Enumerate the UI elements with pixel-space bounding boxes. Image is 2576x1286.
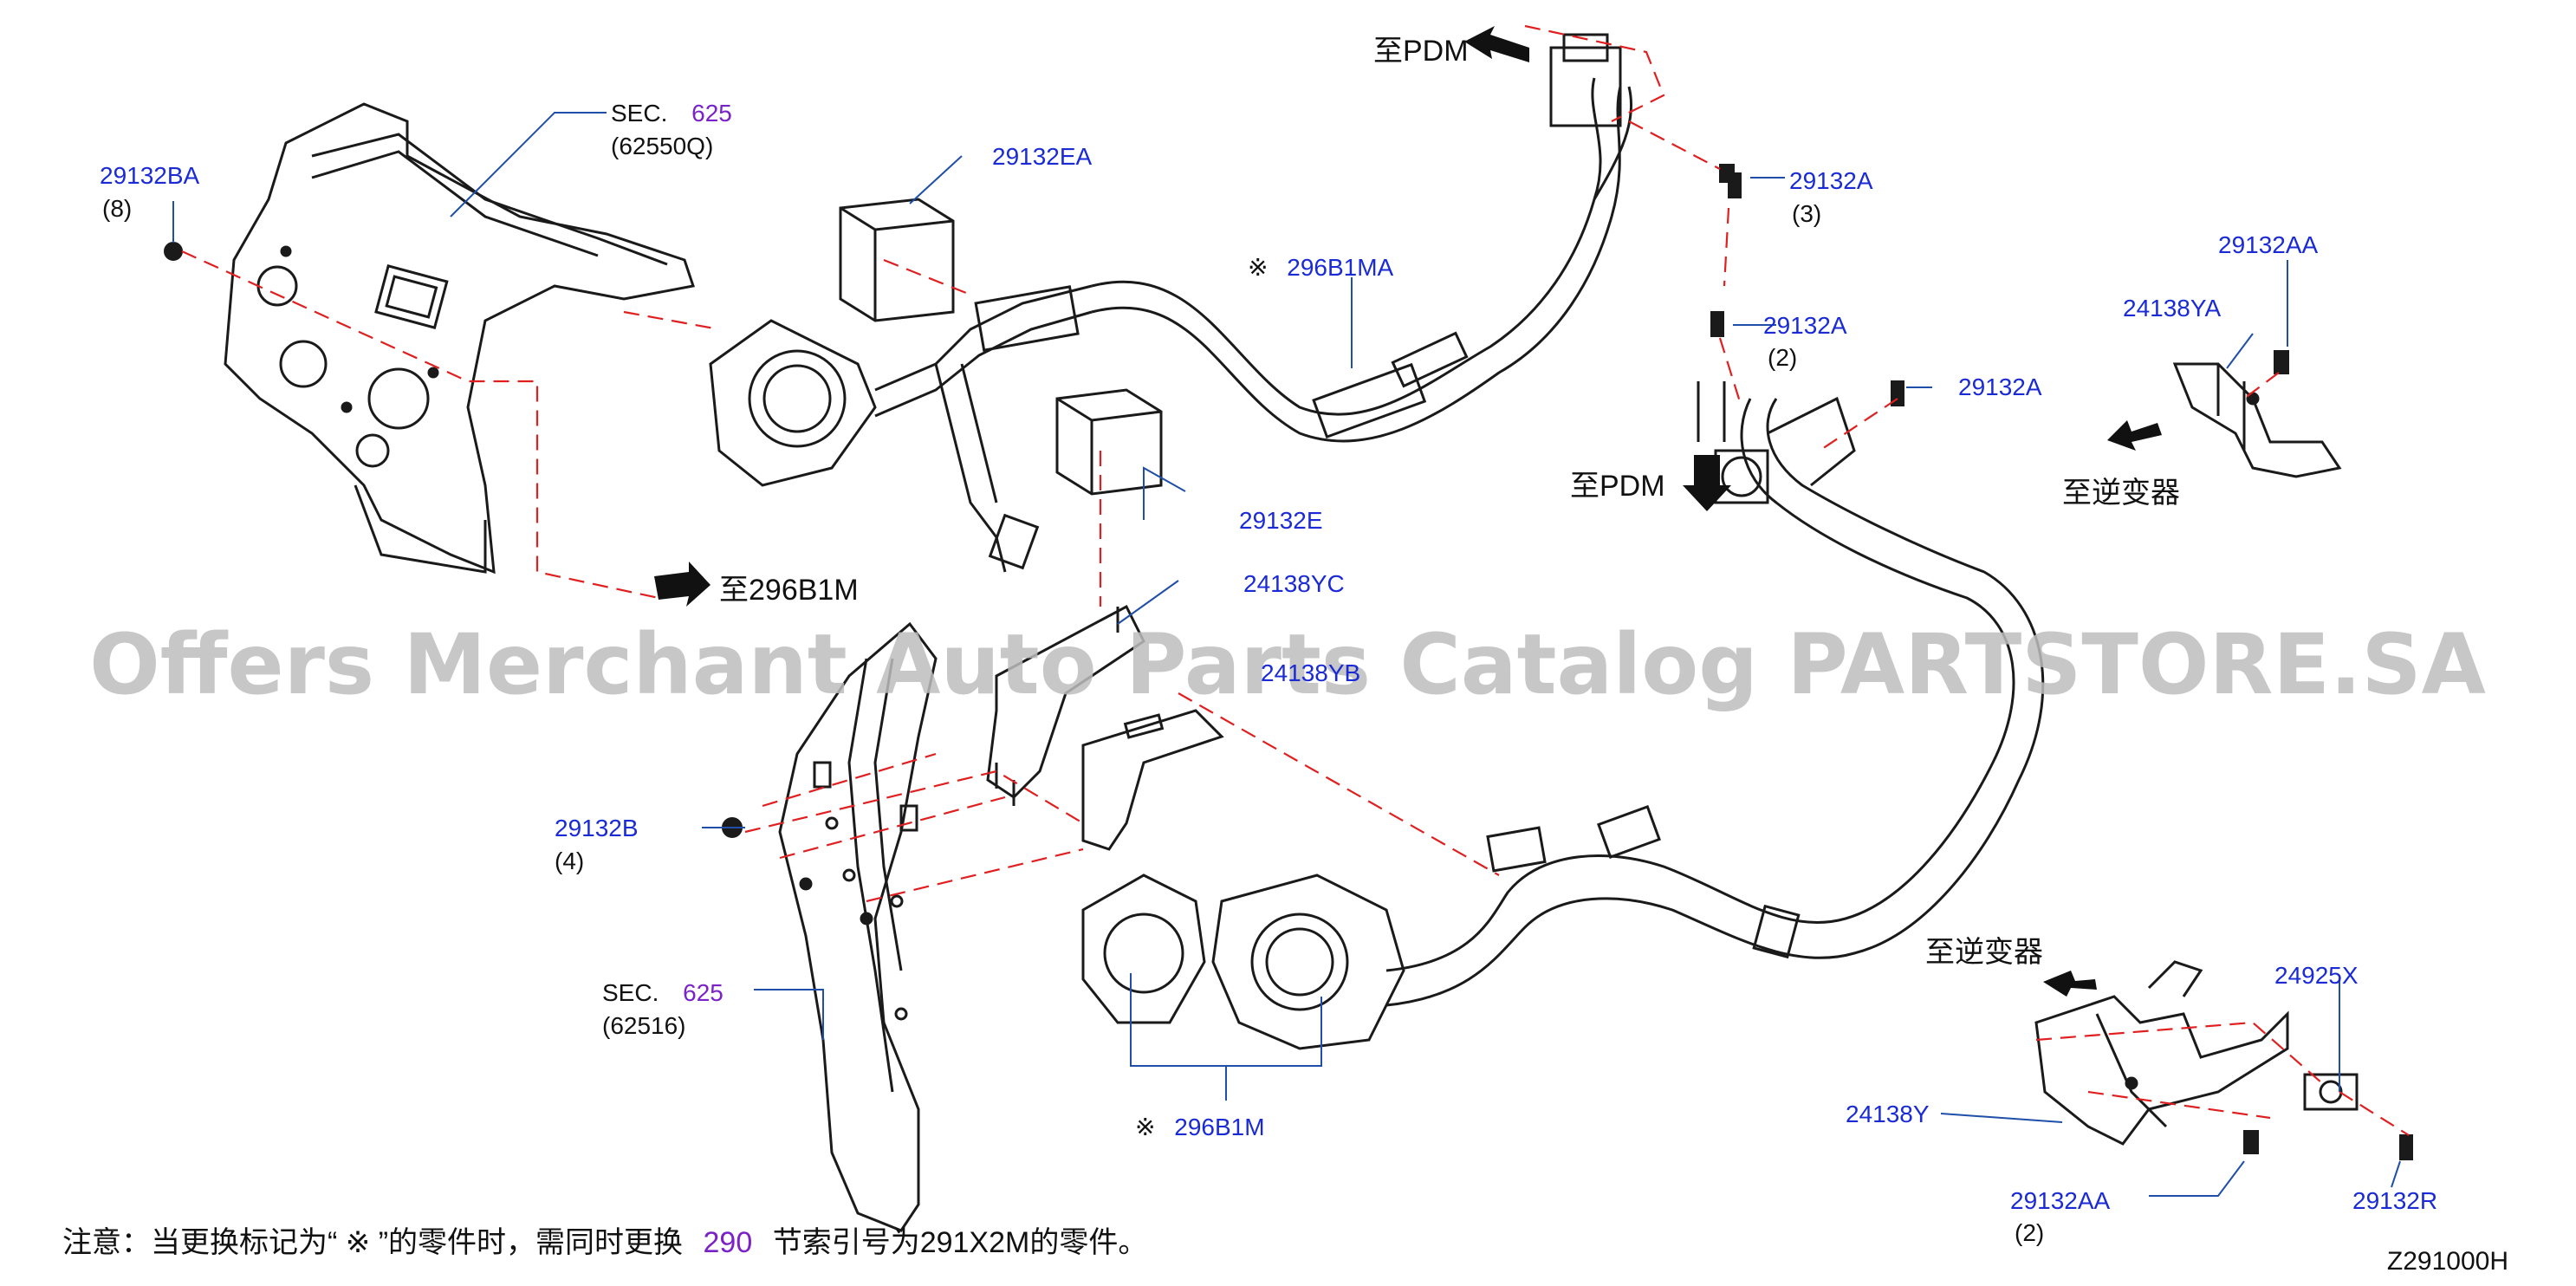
part-label-29132BA[interactable]: 29132BA [100, 162, 200, 189]
section-ref-lower[interactable]: SEC. 625 [602, 979, 723, 1006]
fastener-drawings [164, 164, 2413, 1160]
replacement-note: 注意：当更换标记为“ ※ ”的零件时，需同时更换 290 节索引号为291X2M… [62, 1226, 1147, 1259]
direction-arrows [654, 26, 2162, 997]
arrow-to-296b1m [654, 562, 711, 607]
part-label-29132E[interactable]: 29132E [1239, 507, 1323, 534]
part-code[interactable]: 296B1M [1174, 1114, 1264, 1140]
part-label-29132AA-top[interactable]: 29132AA [2218, 231, 2319, 258]
part-label-24138YA[interactable]: 24138YA [2123, 295, 2221, 322]
replacement-mark: ※ [1248, 254, 1268, 281]
section-prefix: SEC. [611, 100, 667, 127]
section-ref-upper[interactable]: SEC. 625 [611, 100, 732, 127]
mid-bracket-drawing [986, 604, 1224, 851]
section-number[interactable]: 625 [683, 979, 723, 1006]
arrow-to-pdm-top [1464, 26, 1529, 62]
part-label-29132A-top[interactable]: 29132A [1789, 167, 1873, 194]
qty-29132BA: (8) [102, 195, 132, 222]
part-label-24138YC[interactable]: 24138YC [1243, 570, 1345, 597]
section-prefix: SEC. [602, 979, 659, 1006]
note-section-link[interactable]: 290 [704, 1226, 753, 1259]
part-label-29132AA-bottom[interactable]: 29132AA [2010, 1187, 2111, 1214]
part-label-24138YB[interactable]: 24138YB [1261, 659, 1360, 686]
qty-29132B: (4) [555, 848, 584, 874]
leader-lines [172, 112, 2401, 1197]
lower-bracket-drawing [778, 621, 938, 1232]
section-code-lower: (62516) [602, 1012, 686, 1039]
part-label-29132B[interactable]: 29132B [555, 815, 639, 841]
qty-29132AA-bottom: (2) [2015, 1219, 2044, 1246]
label-to-pdm-top: 至PDM [1373, 35, 1469, 68]
qty-29132A-top: (3) [1792, 200, 1821, 227]
inverter-bracket-drawing [2034, 362, 2359, 1146]
part-label-296B1M[interactable]: ※ 296B1M [1135, 1114, 1265, 1140]
label-to-inverter-top: 至逆变器 [2062, 477, 2180, 510]
replacement-mark: ※ [1135, 1114, 1155, 1140]
part-label-29132A-right[interactable]: 29132A [1958, 373, 2042, 400]
assembly-dashes [181, 24, 2410, 1136]
part-label-29132R[interactable]: 29132R [2352, 1187, 2437, 1214]
part-label-24925X[interactable]: 24925X [2274, 962, 2359, 989]
arrow-to-pdm-mid [1683, 455, 1731, 511]
part-label-296B1MA[interactable]: ※ 296B1MA [1248, 254, 1394, 281]
arrow-to-inverter-bottom [2043, 971, 2097, 997]
section-number[interactable]: 625 [691, 100, 732, 127]
label-to-inverter-bottom: 至逆变器 [1925, 936, 2043, 969]
note-suffix: 节索引号为291X2M的零件。 [773, 1226, 1148, 1259]
cover-parts-drawing [839, 198, 1163, 496]
label-to-pdm-mid: 至PDM [1570, 470, 1665, 503]
note-mark: ※ [346, 1226, 371, 1259]
part-label-24138Y[interactable]: 24138Y [1846, 1101, 1930, 1127]
part-code[interactable]: 296B1MA [1287, 254, 1393, 281]
upper-bracket-drawing [224, 102, 695, 575]
charge-port-lower-drawing [1081, 381, 2045, 1050]
charge-port-upper-drawing [709, 33, 1633, 573]
part-label-29132A-mid[interactable]: 29132A [1763, 312, 1847, 339]
label-to-296b1m: 至296B1M [719, 574, 859, 607]
note-middle: ”的零件时，需同时更换 [379, 1226, 683, 1259]
diagram-id: Z291000H [2387, 1247, 2508, 1276]
qty-29132A-mid: (2) [1768, 344, 1797, 371]
watermark: Offers Merchant Auto Parts Catalog PARTS… [89, 616, 2486, 713]
part-label-29132EA[interactable]: 29132EA [992, 143, 1093, 170]
note-prefix: 注意：当更换标记为“ [62, 1226, 337, 1259]
section-code-upper: (62550Q) [611, 133, 713, 159]
arrow-to-inverter-top [2107, 420, 2162, 451]
